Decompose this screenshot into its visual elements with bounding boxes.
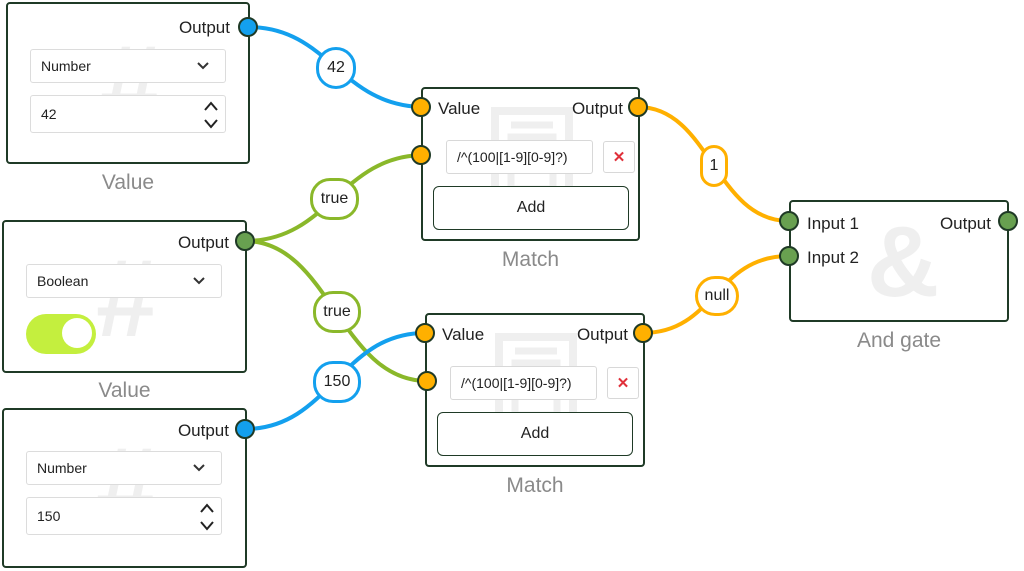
- output-label: Output: [571, 99, 623, 118]
- close-icon: ✕: [616, 375, 630, 392]
- pattern-input-port[interactable]: [417, 371, 437, 391]
- number-input-value: 150: [37, 508, 61, 524]
- node-title: Match: [506, 474, 564, 497]
- decrement-button[interactable]: [199, 115, 223, 132]
- type-select-value: Number: [37, 460, 87, 476]
- remove-pattern-button[interactable]: ✕: [607, 367, 639, 399]
- chevron-down-icon: [193, 277, 205, 285]
- output-port[interactable]: [235, 231, 255, 251]
- value-node-number-42[interactable]: # Output Number 42: [6, 2, 250, 164]
- boolean-toggle[interactable]: [26, 314, 96, 354]
- match-node-2[interactable]: Value Output /^(100|[1-9][0-9]?) ✕ Add: [425, 313, 645, 467]
- chevron-up-icon: [200, 502, 214, 513]
- node-title: And gate: [856, 329, 942, 352]
- output-port[interactable]: [998, 211, 1018, 231]
- chevron-down-icon: [204, 118, 218, 129]
- input2-port[interactable]: [779, 246, 799, 266]
- number-input[interactable]: 42: [30, 95, 226, 133]
- and-gate-node[interactable]: & Input 1 Input 2 Output: [789, 200, 1009, 322]
- regex-input-value: /^(100|[1-9][0-9]?): [457, 149, 568, 165]
- number-input-value: 42: [41, 106, 57, 122]
- output-port[interactable]: [238, 17, 258, 37]
- node-title: Value: [101, 171, 155, 194]
- type-select[interactable]: Number: [30, 49, 226, 83]
- increment-button[interactable]: [195, 499, 219, 516]
- add-pattern-button[interactable]: Add: [433, 186, 629, 230]
- output-port[interactable]: [628, 97, 648, 117]
- value-node-number-150[interactable]: # Output Number 150: [2, 408, 247, 568]
- chevron-up-icon: [204, 100, 218, 111]
- add-button-label: Add: [520, 425, 550, 442]
- input1-label: Input 1: [807, 214, 859, 233]
- wire-value-badge: true: [313, 291, 361, 333]
- regex-input[interactable]: /^(100|[1-9][0-9]?): [450, 366, 597, 400]
- pattern-input-port[interactable]: [411, 145, 431, 165]
- input2-label: Input 2: [807, 248, 859, 267]
- wire-value-badge: 1: [700, 145, 728, 187]
- match-node-1[interactable]: Value Output /^(100|[1-9][0-9]?) ✕ Add: [421, 87, 640, 241]
- regex-input-value: /^(100|[1-9][0-9]?): [461, 375, 572, 391]
- value-label: Value: [442, 325, 485, 344]
- output-label: Output: [576, 325, 628, 344]
- value-label: Value: [438, 99, 481, 118]
- number-input[interactable]: 150: [26, 497, 222, 535]
- chevron-down-icon: [197, 62, 209, 70]
- value-input-port[interactable]: [415, 323, 435, 343]
- type-select[interactable]: Number: [26, 451, 222, 485]
- value-input-port[interactable]: [411, 97, 431, 117]
- decrement-button[interactable]: [195, 517, 219, 534]
- add-pattern-button[interactable]: Add: [437, 412, 633, 456]
- type-select-value: Boolean: [37, 273, 89, 289]
- close-icon: ✕: [612, 149, 626, 166]
- output-label: Output: [177, 233, 229, 252]
- node-title: Value: [98, 379, 151, 402]
- chevron-down-icon: [200, 520, 214, 531]
- output-label: Output: [939, 214, 991, 233]
- output-label: Output: [177, 421, 229, 440]
- wire-value-badge: true: [310, 178, 359, 220]
- wire-value-badge: 42: [316, 47, 356, 89]
- remove-pattern-button[interactable]: ✕: [603, 141, 635, 173]
- node-title: Match: [501, 248, 560, 271]
- increment-button[interactable]: [199, 97, 223, 114]
- add-button-label: Add: [516, 199, 546, 216]
- toggle-knob: [62, 318, 92, 348]
- output-port[interactable]: [235, 419, 255, 439]
- type-select[interactable]: Boolean: [26, 264, 222, 298]
- chevron-down-icon: [193, 464, 205, 472]
- output-port[interactable]: [633, 323, 653, 343]
- wire-value-badge: null: [695, 276, 739, 316]
- wire-value-badge: 150: [313, 361, 361, 403]
- value-node-boolean[interactable]: # Output Boolean: [2, 220, 247, 373]
- input1-port[interactable]: [779, 211, 799, 231]
- type-select-value: Number: [41, 58, 91, 74]
- regex-input[interactable]: /^(100|[1-9][0-9]?): [446, 140, 593, 174]
- output-label: Output: [178, 18, 230, 37]
